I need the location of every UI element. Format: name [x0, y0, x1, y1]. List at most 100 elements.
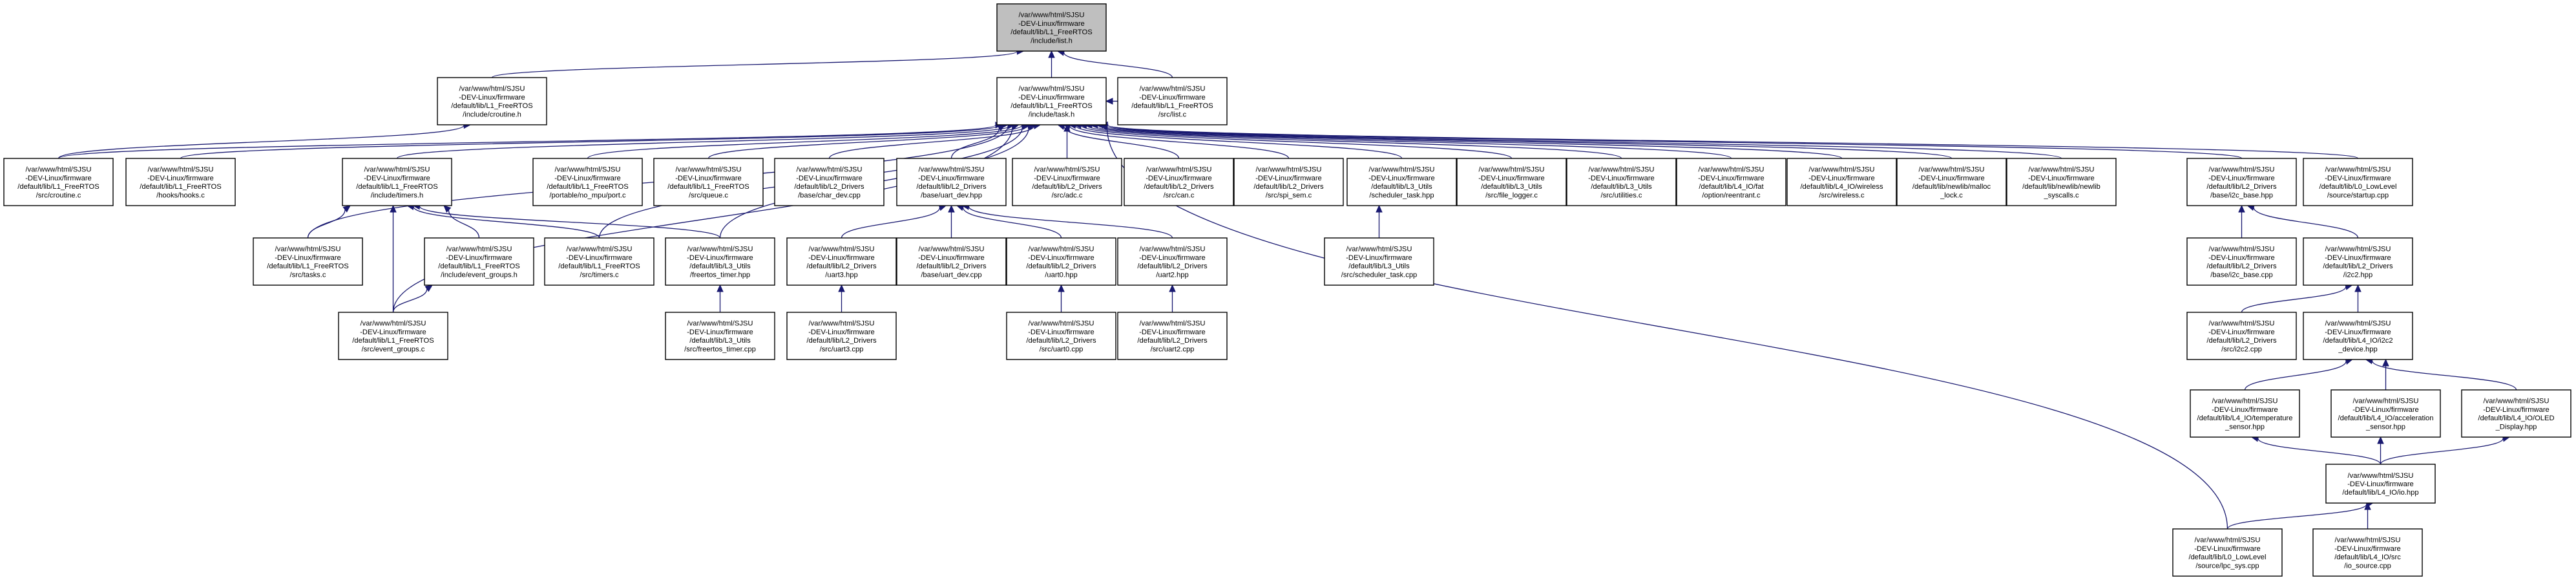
edge-arrowhead [342, 205, 351, 213]
edge-croutine-c-to-task-h [58, 122, 1003, 159]
node-i2c2-device-hpp[interactable]: /var/www/html/SJSU-DEV-Linux/firmware/de… [2303, 312, 2413, 360]
node-label-line: /src/uart3.cpp [820, 345, 864, 353]
node-can-c[interactable]: /var/www/html/SJSU-DEV-Linux/firmware/de… [1124, 158, 1234, 206]
node-startup-cpp[interactable]: /var/www/html/SJSU-DEV-Linux/firmware/de… [2303, 158, 2413, 206]
node-label-line: /default/lib/L3_Utils [1348, 263, 1410, 270]
edge-line [1091, 124, 1732, 159]
node-label-line: /src/uart0.cpp [1040, 345, 1084, 353]
node-label-line: -DEV-Linux/firmware [918, 254, 985, 262]
node-label-line: /src/list.c [1158, 111, 1187, 118]
node-label-line: /default/lib/L2_Drivers [1026, 263, 1096, 270]
node-label-line: /default/lib/L2_Drivers [1032, 183, 1102, 191]
node-uart3-cpp[interactable]: /var/www/html/SJSU-DEV-Linux/firmware/de… [786, 312, 897, 360]
node-spi-sem-c[interactable]: /var/www/html/SJSU-DEV-Linux/firmware/de… [1233, 158, 1344, 206]
node-event-groups-c[interactable]: /var/www/html/SJSU-DEV-Linux/firmware/de… [338, 312, 448, 360]
node-label-line: -DEV-Linux/firmware [796, 175, 863, 182]
node-label-line: -DEV-Linux/firmware [2483, 406, 2550, 414]
node-croutine-h[interactable]: /var/www/html/SJSU-DEV-Linux/firmware/de… [437, 77, 547, 125]
node-box [2190, 389, 2300, 438]
node-box [2461, 389, 2571, 438]
node-uart-dev-cpp[interactable]: /var/www/html/SJSU-DEV-Linux/firmware/de… [896, 237, 1007, 286]
node-io-hpp[interactable]: /var/www/html/SJSU-DEV-Linux/firmware/de… [2325, 464, 2436, 504]
node-label-line: _sensor.hpp [2225, 423, 2265, 431]
node-uart2-hpp[interactable]: /var/www/html/SJSU-DEV-Linux/firmware/de… [1117, 237, 1228, 286]
node-lpc-sys-cpp[interactable]: /var/www/html/SJSU-DEV-Linux/firmware/de… [2172, 528, 2283, 577]
node-label-line: /default/lib/L1_FreeRTOS [1011, 28, 1092, 36]
node-label-line: /var/www/html/SJSU [1919, 166, 1985, 174]
node-croutine-c[interactable]: /var/www/html/SJSU-DEV-Linux/firmware/de… [3, 158, 114, 206]
node-label-line: /var/www/html/SJSU [1029, 246, 1094, 253]
node-label-line: /var/www/html/SJSU [1369, 166, 1435, 174]
node-label-line: /src/tasks.c [290, 271, 326, 279]
node-label-line: /src/spi_sem.c [1266, 191, 1312, 199]
node-utilities-c[interactable]: /var/www/html/SJSU-DEV-Linux/firmware/de… [1566, 158, 1677, 206]
node-list-c[interactable]: /var/www/html/SJSU-DEV-Linux/firmware/de… [1117, 77, 1228, 125]
node-freertos-timer-hpp[interactable]: /var/www/html/SJSU-DEV-Linux/firmware/de… [665, 237, 775, 286]
node-i2c-base-hpp[interactable]: /var/www/html/SJSU-DEV-Linux/firmware/de… [2186, 158, 2297, 206]
node-uart2-cpp[interactable]: /var/www/html/SJSU-DEV-Linux/firmware/de… [1117, 312, 1228, 360]
node-box [1324, 237, 1434, 286]
node-i2c-base-cpp[interactable]: /var/www/html/SJSU-DEV-Linux/firmware/de… [2186, 237, 2297, 286]
node-uart-dev-hpp[interactable]: /var/www/html/SJSU-DEV-Linux/firmware/de… [896, 158, 1007, 206]
node-malloc-lock-c[interactable]: /var/www/html/SJSU-DEV-Linux/firmware/de… [1896, 158, 2007, 206]
edge-line [828, 125, 1035, 159]
node-box [665, 237, 775, 286]
node-acceleration-sensor-hpp[interactable]: /var/www/html/SJSU-DEV-Linux/firmware/de… [2330, 389, 2441, 438]
node-freertos-timer-cpp[interactable]: /var/www/html/SJSU-DEV-Linux/firmware/de… [665, 312, 775, 360]
node-wireless-c[interactable]: /var/www/html/SJSU-DEV-Linux/firmware/de… [1786, 158, 1897, 206]
node-box [1117, 312, 1228, 360]
node-event-groups-h[interactable]: /var/www/html/SJSU-DEV-Linux/firmware/de… [424, 237, 534, 286]
node-timers-h[interactable]: /var/www/html/SJSU-DEV-Linux/firmware/de… [342, 158, 452, 206]
edge-i2c2-hpp-to-i2c-base-hpp [2246, 204, 2359, 239]
node-label-line: /var/www/html/SJSU [1140, 246, 1206, 253]
node-box [125, 158, 236, 206]
node-io-source-cpp[interactable]: /var/www/html/SJSU-DEV-Linux/firmware/de… [2312, 528, 2423, 577]
node-i2c2-hpp[interactable]: /var/www/html/SJSU-DEV-Linux/firmware/de… [2303, 237, 2413, 286]
node-i2c2-cpp[interactable]: /var/www/html/SJSU-DEV-Linux/firmware/de… [2186, 312, 2297, 360]
node-oled-display-hpp[interactable]: /var/www/html/SJSU-DEV-Linux/firmware/de… [2461, 389, 2571, 438]
node-char-dev[interactable]: /var/www/html/SJSU-DEV-Linux/firmware/de… [774, 158, 885, 206]
node-temperature-sensor-hpp[interactable]: /var/www/html/SJSU-DEV-Linux/firmware/de… [2190, 389, 2300, 438]
node-label-line: /default/lib/L4_IO/wireless [1800, 183, 1883, 191]
node-label-line: /base/char_dev.cpp [798, 191, 861, 199]
node-box [1566, 158, 1677, 206]
edge-line [1107, 124, 2359, 159]
node-label-line: /default/lib/L3_Utils [689, 337, 751, 345]
node-tasks-c[interactable]: /var/www/html/SJSU-DEV-Linux/firmware/de… [253, 237, 363, 286]
node-label-line: /uart2.hpp [1156, 271, 1188, 279]
edge-croutine-h-to-list-h [491, 48, 1025, 78]
node-label-line: -DEV-Linux/firmware [25, 175, 92, 182]
node-label-line: /var/www/html/SJSU [2209, 246, 2275, 253]
edge-arrowhead [997, 124, 1006, 132]
node-label-line: -DEV-Linux/firmware [2325, 328, 2391, 336]
node-hooks-c[interactable]: /var/www/html/SJSU-DEV-Linux/firmware/de… [125, 158, 236, 206]
node-box [1117, 237, 1228, 286]
node-label-line: /default/lib/L1_FreeRTOS [558, 263, 640, 270]
node-label-line: /default/lib/L2_Drivers [1026, 337, 1096, 345]
node-label-line: /var/www/html/SJSU [1809, 166, 1875, 174]
node-syscalls-c[interactable]: /var/www/html/SJSU-DEV-Linux/firmware/de… [2006, 158, 2117, 206]
node-task-h[interactable]: /var/www/html/SJSU-DEV-Linux/firmware/de… [996, 77, 1107, 125]
node-label-line: -DEV-Linux/firmware [1808, 175, 1875, 182]
node-queue-c[interactable]: /var/www/html/SJSU-DEV-Linux/firmware/de… [653, 158, 764, 206]
node-box [896, 237, 1007, 286]
node-uart0-cpp[interactable]: /var/www/html/SJSU-DEV-Linux/firmware/de… [1006, 312, 1116, 360]
node-label-line: /i2c2.hpp [2343, 271, 2372, 279]
node-list-h[interactable]: /var/www/html/SJSU-DEV-Linux/firmware/de… [996, 3, 1107, 52]
node-adc-c[interactable]: /var/www/html/SJSU-DEV-Linux/firmware/de… [1012, 158, 1122, 206]
node-label-line: /var/www/html/SJSU [1019, 12, 1085, 19]
edge-event-groups-c-to-timers-h [390, 204, 397, 312]
node-file-logger-c[interactable]: /var/www/html/SJSU-DEV-Linux/firmware/de… [1456, 158, 1567, 206]
node-label-line: /default/lib/L4_IO/i2c2 [2323, 337, 2393, 345]
node-box [896, 158, 1007, 206]
edge-line [1074, 125, 1403, 159]
node-scheduler-task-hpp[interactable]: /var/www/html/SJSU-DEV-Linux/firmware/de… [1346, 158, 1457, 206]
node-uart0-hpp[interactable]: /var/www/html/SJSU-DEV-Linux/firmware/de… [1006, 237, 1116, 286]
node-reentrant-c[interactable]: /var/www/html/SJSU-DEV-Linux/firmware/de… [1676, 158, 1786, 206]
node-uart3-hpp[interactable]: /var/www/html/SJSU-DEV-Linux/firmware/de… [786, 237, 897, 286]
edge-arrowhead [1376, 204, 1383, 213]
node-label-line: /var/www/html/SJSU [919, 166, 985, 174]
node-timers-c[interactable]: /var/www/html/SJSU-DEV-Linux/firmware/de… [544, 237, 654, 286]
node-port-c[interactable]: /var/www/html/SJSU-DEV-Linux/firmware/de… [532, 158, 643, 206]
node-scheduler-task-cpp[interactable]: /var/www/html/SJSU-DEV-Linux/firmware/de… [1324, 237, 1434, 286]
